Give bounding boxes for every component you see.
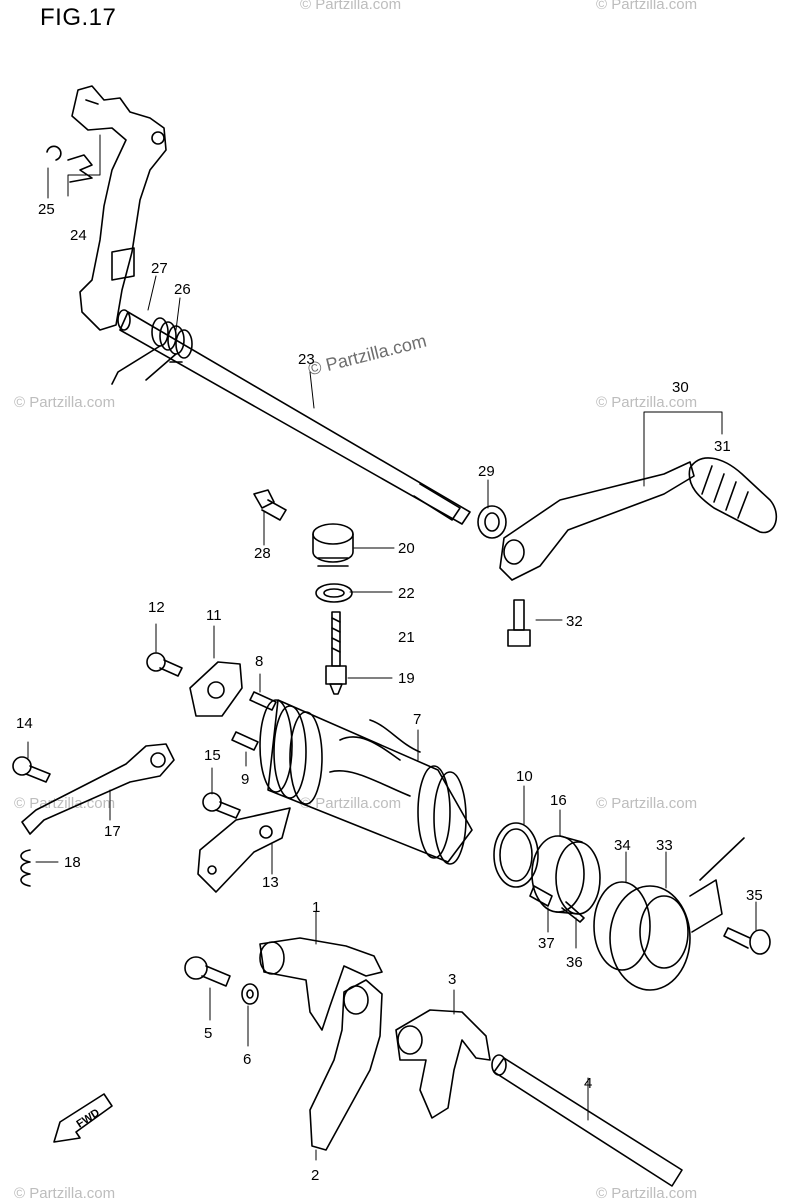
callout-26: 26 [174, 281, 191, 298]
watermark: © Partzilla.com [300, 0, 402, 13]
callout-21: 21 [398, 629, 415, 646]
lock-clip-part [46, 145, 93, 183]
callout-33: 33 [656, 837, 673, 854]
callout-32: 32 [566, 613, 583, 630]
stopper-arm-part [21, 743, 175, 835]
callout-7: 7 [413, 711, 421, 728]
callout-3: 3 [448, 971, 456, 988]
callout-4: 4 [584, 1075, 592, 1092]
callout-23: 23 [298, 351, 315, 368]
callout-37: 37 [538, 935, 555, 952]
bolt-15-part [202, 792, 241, 819]
callout-24: 24 [70, 227, 87, 244]
callout-19: 19 [398, 670, 415, 687]
fork-shaft-part [491, 1054, 683, 1187]
stopper-bolt-part [12, 756, 51, 783]
watermark: © Partzilla.com [596, 1185, 698, 1202]
lever-bolt-part [507, 599, 531, 647]
gear-position-switch-part [609, 837, 745, 991]
plug-bolt-part [312, 523, 354, 567]
watermark: © Partzilla.com [596, 0, 698, 13]
shift-fork-1-part [259, 937, 383, 1031]
watermark: © Partzilla.com [14, 394, 116, 411]
callout-35: 35 [746, 887, 763, 904]
callout-30: 30 [672, 379, 689, 396]
watermark: © Partzilla.com [300, 795, 402, 812]
cam-plate-part [189, 661, 243, 717]
callout-29: 29 [478, 463, 495, 480]
callout-25: 25 [38, 201, 55, 218]
gasket-part [315, 583, 353, 603]
callout-2: 2 [311, 1167, 319, 1184]
rubber-grip-part [688, 457, 778, 534]
watermark: © Partzilla.com [596, 795, 698, 812]
shift-fork-2-part [309, 979, 383, 1151]
shift-arm-part [71, 85, 167, 331]
fork-bolt-part [184, 956, 231, 987]
circlip-part [493, 822, 539, 888]
watermark: © Partzilla.com [596, 394, 698, 411]
leader-lines [27, 134, 757, 1161]
cam-stopper-pin-part [325, 611, 347, 695]
callout-27: 27 [151, 260, 168, 277]
callout-9: 9 [241, 771, 249, 788]
callout-11: 11 [206, 607, 222, 624]
cam-guide-part [197, 807, 291, 893]
shift-fork-3-part [395, 1009, 491, 1119]
bolt-part [146, 652, 183, 677]
shift-shaft-part [117, 309, 471, 525]
small-bolt-part [253, 489, 287, 521]
callout-17: 17 [104, 823, 121, 840]
callout-14: 14 [16, 715, 33, 732]
callout-10: 10 [516, 768, 533, 785]
callout-6: 6 [243, 1051, 251, 1068]
forward-arrow-icon: FWD [53, 1093, 113, 1143]
return-spring-part [111, 317, 193, 385]
shift-cam-part [259, 699, 473, 865]
shift-lever-part [499, 461, 695, 581]
watermark: © Partzilla.com [14, 1185, 116, 1202]
o-ring-part [593, 881, 651, 971]
callout-22: 22 [398, 585, 415, 602]
stopper-spring-part [20, 849, 31, 887]
callout-28: 28 [254, 545, 271, 562]
callout-36: 36 [566, 954, 583, 971]
pin-spring-part [529, 885, 585, 923]
pin-part [231, 691, 277, 751]
washer-part [241, 983, 259, 1005]
callout-labels: 1 2 3 4 5 6 7 8 9 10 11 12 13 14 15 16 1… [16, 201, 763, 1184]
callout-8: 8 [255, 653, 263, 670]
callout-5: 5 [204, 1025, 212, 1042]
callout-16: 16 [550, 792, 567, 809]
callout-12: 12 [148, 599, 165, 616]
callout-1: 1 [312, 899, 320, 916]
callout-13: 13 [262, 874, 279, 891]
callout-31: 31 [714, 438, 731, 455]
figure-title: FIG.17 [40, 4, 117, 31]
oil-seal-part [477, 505, 507, 539]
callout-18: 18 [64, 854, 81, 871]
screw-part [723, 927, 771, 955]
callout-34: 34 [614, 837, 631, 854]
callout-15: 15 [204, 747, 221, 764]
callout-20: 20 [398, 540, 415, 557]
